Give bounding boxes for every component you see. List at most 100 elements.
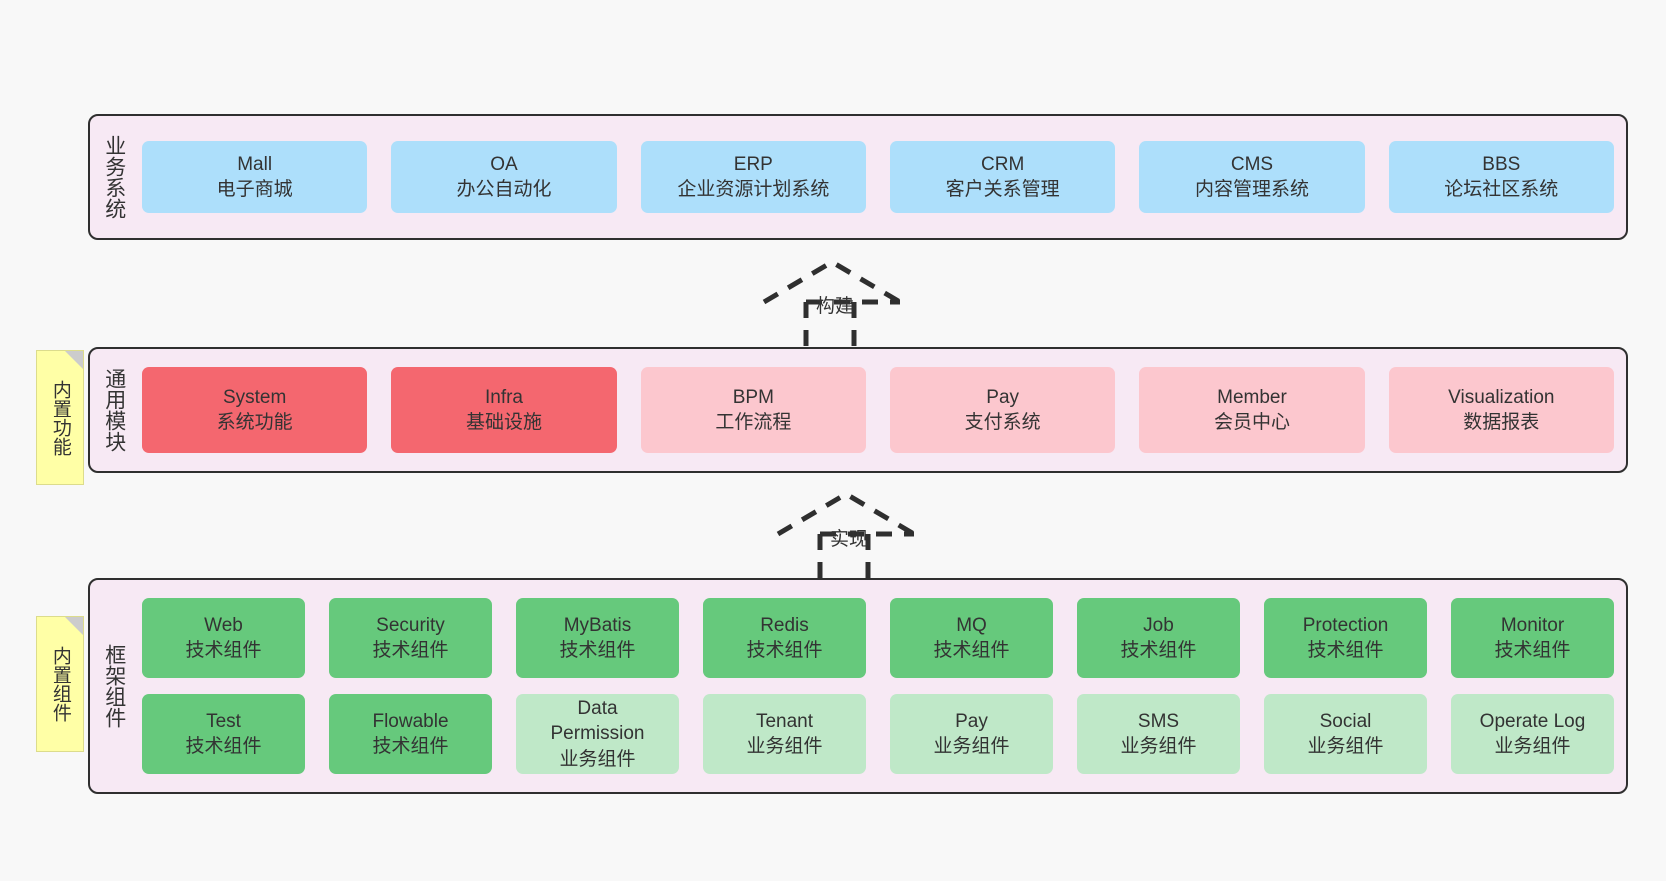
box-mq-title: MQ xyxy=(956,614,987,636)
box-mall-title: Mall xyxy=(237,153,273,175)
connector-build-label: 构建 xyxy=(816,296,855,317)
box-crm-title: CRM xyxy=(981,153,1025,175)
box-mq-sub: 技术组件 xyxy=(933,640,1010,661)
box-web[interactable]: Web 技术组件 xyxy=(142,598,305,678)
note-fold-corner-icon xyxy=(65,617,83,635)
framework-tech-components-row: Web 技术组件 Security 技术组件 MyBatis 技术组件 Redi… xyxy=(142,598,1614,678)
box-operate-log-title: Operate Log xyxy=(1479,710,1586,732)
box-system-sub: 系统功能 xyxy=(216,412,293,433)
box-bpm-sub: 工作流程 xyxy=(715,412,792,433)
box-flowable[interactable]: Flowable 技术组件 xyxy=(329,694,492,774)
box-web-sub: 技术组件 xyxy=(185,640,262,661)
box-bpm[interactable]: BPM 工作流程 xyxy=(640,367,866,453)
box-tenant-title: Tenant xyxy=(755,710,814,732)
layer-common-modules-title: 通用模块 xyxy=(102,368,126,452)
layer-framework-components-body: Web 技术组件 Security 技术组件 MyBatis 技术组件 Redi… xyxy=(138,580,1626,792)
layer-business-systems-body: Mall 电子商城 OA 办公自动化 ERP 企业资源计划系统 CRM 客户关系… xyxy=(138,116,1626,238)
box-redis-sub: 技术组件 xyxy=(746,640,823,661)
box-erp-sub: 企业资源计划系统 xyxy=(677,179,830,200)
box-sms-sub: 业务组件 xyxy=(1120,736,1197,757)
box-oa[interactable]: OA 办公自动化 xyxy=(391,141,617,213)
box-test[interactable]: Test 技术组件 xyxy=(142,694,305,774)
box-visualization-title: Visualization xyxy=(1448,386,1555,408)
box-operate-log-sub: 业务组件 xyxy=(1494,736,1571,757)
box-monitor-title: Monitor xyxy=(1500,614,1565,636)
box-operate-log[interactable]: Operate Log 业务组件 xyxy=(1451,694,1614,774)
box-oa-sub: 办公自动化 xyxy=(456,179,552,200)
box-pay-component[interactable]: Pay 业务组件 xyxy=(890,694,1053,774)
box-system-title: System xyxy=(222,386,287,408)
box-pay-module[interactable]: Pay 支付系统 xyxy=(889,367,1116,453)
box-crm[interactable]: CRM 客户关系管理 xyxy=(889,141,1116,213)
box-visualization[interactable]: Visualization 数据报表 xyxy=(1388,367,1614,453)
framework-business-components-row: Test 技术组件 Flowable 技术组件 Data Permission … xyxy=(142,694,1614,774)
box-tenant-sub: 业务组件 xyxy=(746,736,823,757)
note-builtin-features-label: 内置功能 xyxy=(49,379,71,456)
box-cms[interactable]: CMS 内容管理系统 xyxy=(1139,141,1365,213)
box-infra[interactable]: Infra 基础设施 xyxy=(391,367,617,453)
box-mq[interactable]: MQ 技术组件 xyxy=(890,598,1053,678)
box-mall[interactable]: Mall 电子商城 xyxy=(142,141,368,213)
box-security-sub: 技术组件 xyxy=(372,640,449,661)
box-mybatis[interactable]: MyBatis 技术组件 xyxy=(516,598,679,678)
box-infra-title: Infra xyxy=(484,386,523,408)
box-job-sub: 技术组件 xyxy=(1120,640,1197,661)
layer-business-systems: 业务系统 Mall 电子商城 OA 办公自动化 ERP 企业资源计划系统 CRM… xyxy=(88,114,1628,240)
box-oa-title: OA xyxy=(490,153,518,175)
box-pay-module-sub: 支付系统 xyxy=(964,412,1041,433)
box-protection-title: Protection xyxy=(1302,614,1389,636)
box-web-title: Web xyxy=(204,614,243,636)
box-test-sub: 技术组件 xyxy=(185,736,262,757)
note-builtin-features: 内置功能 xyxy=(36,350,84,485)
box-redis[interactable]: Redis 技术组件 xyxy=(703,598,866,678)
layer-common-modules-body: System 系统功能 Infra 基础设施 BPM 工作流程 Pay 支付系统… xyxy=(138,349,1626,471)
box-erp[interactable]: ERP 企业资源计划系统 xyxy=(640,141,866,213)
box-member-sub: 会员中心 xyxy=(1213,412,1290,433)
box-job[interactable]: Job 技术组件 xyxy=(1077,598,1240,678)
box-cms-title: CMS xyxy=(1230,153,1274,175)
box-protection[interactable]: Protection 技术组件 xyxy=(1264,598,1427,678)
box-sms-title: SMS xyxy=(1137,710,1180,732)
box-flowable-sub: 技术组件 xyxy=(372,736,449,757)
box-monitor[interactable]: Monitor 技术组件 xyxy=(1451,598,1614,678)
box-bbs-sub: 论坛社区系统 xyxy=(1444,179,1559,200)
box-security[interactable]: Security 技术组件 xyxy=(329,598,492,678)
note-builtin-components: 内置组件 xyxy=(36,616,84,752)
box-security-title: Security xyxy=(376,614,445,636)
box-test-title: Test xyxy=(206,710,241,732)
box-pay-component-title: Pay xyxy=(955,710,988,732)
box-social-title: Social xyxy=(1319,710,1372,732)
layer-business-systems-title: 业务系统 xyxy=(102,135,126,219)
box-infra-sub: 基础设施 xyxy=(465,412,542,433)
box-redis-title: Redis xyxy=(760,614,809,636)
box-pay-component-sub: 业务组件 xyxy=(933,736,1010,757)
box-social-sub: 业务组件 xyxy=(1307,736,1384,757)
box-visualization-sub: 数据报表 xyxy=(1463,412,1540,433)
business-systems-row: Mall 电子商城 OA 办公自动化 ERP 企业资源计划系统 CRM 客户关系… xyxy=(142,141,1614,213)
box-crm-sub: 客户关系管理 xyxy=(945,179,1060,200)
connector-implement-arrow xyxy=(776,491,916,586)
box-protection-sub: 技术组件 xyxy=(1307,640,1384,661)
box-data-permission-sub: 业务组件 xyxy=(559,748,636,770)
box-tenant[interactable]: Tenant 业务组件 xyxy=(703,694,866,774)
box-member-title: Member xyxy=(1217,386,1287,408)
box-mall-sub: 电子商城 xyxy=(216,179,293,200)
box-member[interactable]: Member 会员中心 xyxy=(1139,367,1365,453)
box-social[interactable]: Social 业务组件 xyxy=(1264,694,1427,774)
box-data-permission[interactable]: Data Permission 业务组件 xyxy=(516,694,679,774)
box-mybatis-sub: 技术组件 xyxy=(559,640,636,661)
box-pay-module-title: Pay xyxy=(986,386,1020,408)
box-erp-title: ERP xyxy=(733,153,773,175)
layer-framework-components-title: 框架组件 xyxy=(102,644,126,728)
box-job-title: Job xyxy=(1143,614,1174,636)
box-flowable-title: Flowable xyxy=(372,710,449,732)
box-cms-sub: 内容管理系统 xyxy=(1194,179,1309,200)
connector-implement-label: 实现 xyxy=(830,529,869,550)
box-mybatis-title: MyBatis xyxy=(563,614,632,636)
box-sms[interactable]: SMS 业务组件 xyxy=(1077,694,1240,774)
layer-framework-components: 框架组件 Web 技术组件 Security 技术组件 MyBatis 技术组件… xyxy=(88,578,1628,794)
box-system[interactable]: System 系统功能 xyxy=(142,367,368,453)
box-bbs[interactable]: BBS 论坛社区系统 xyxy=(1388,141,1614,213)
box-data-permission-title: Data Permission xyxy=(550,698,645,745)
